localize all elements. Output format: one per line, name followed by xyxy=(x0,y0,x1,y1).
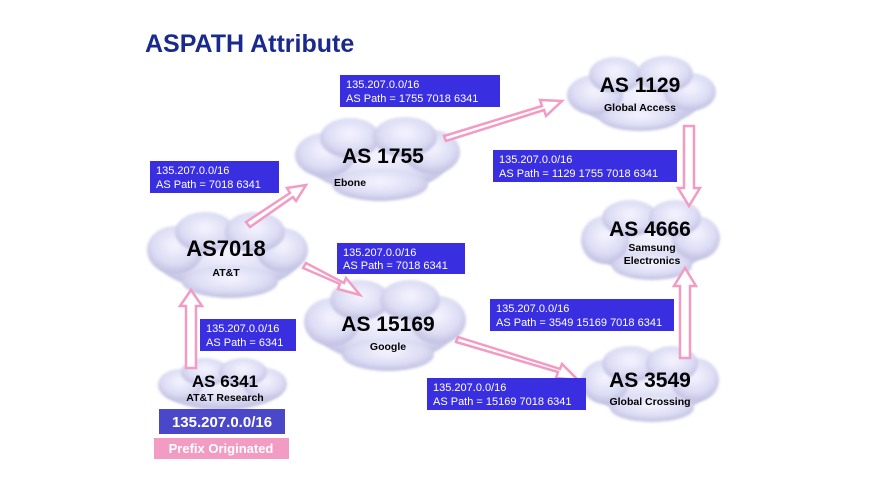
label-prefix: 135.207.0.0/16 xyxy=(343,247,416,259)
arrow-1755-to-1129 xyxy=(442,98,566,143)
as6341-name: AS 6341 xyxy=(192,372,258,391)
as7018-name: AS7018 xyxy=(186,236,266,261)
cloud-as4666 xyxy=(581,200,720,280)
label-aspath: AS Path = 1755 7018 6341 xyxy=(346,93,478,105)
label-prefix: 135.207.0.0/16 xyxy=(499,154,572,166)
label-aspath: AS Path = 15169 7018 6341 xyxy=(433,396,572,408)
as1755-org: Ebone xyxy=(334,177,366,189)
prefix-originated-badge: Prefix Originated xyxy=(154,438,289,459)
as1755-name: AS 1755 xyxy=(342,145,424,168)
as4666-org-line1: Samsung xyxy=(628,242,675,254)
arrow-7018-to-15169 xyxy=(301,261,364,298)
label-1129-to-4666: 135.207.0.0/16 AS Path = 1129 1755 7018 … xyxy=(493,150,677,182)
as7018-org: AT&T xyxy=(212,267,240,279)
label-aspath: AS Path = 3549 15169 7018 6341 xyxy=(496,317,662,329)
cloud-as6341 xyxy=(158,358,287,410)
as1129-name: AS 1129 xyxy=(600,74,681,97)
as3549-name: AS 3549 xyxy=(609,369,691,392)
label-prefix: 135.207.0.0/16 xyxy=(156,165,229,177)
label-prefix: 135.207.0.0/16 xyxy=(346,79,419,91)
label-7018-to-1755: 135.207.0.0/16 AS Path = 7018 6341 xyxy=(150,161,279,193)
label-15169-to-3549: 135.207.0.0/16 AS Path = 15169 7018 6341 xyxy=(427,378,586,410)
arrow-1129-to-4666 xyxy=(675,124,703,209)
cloud-as1129 xyxy=(567,56,716,131)
cloud-as3549 xyxy=(581,346,719,422)
origin-prefix-box: 135.207.0.0/16 xyxy=(159,409,285,434)
cloud-as15169 xyxy=(304,280,466,371)
label-aspath: AS Path = 1129 1755 7018 6341 xyxy=(499,168,658,180)
label-7018-to-15169: 135.207.0.0/16 AS Path = 7018 6341 xyxy=(337,243,465,274)
label-aspath: AS Path = 7018 6341 xyxy=(343,260,448,272)
arrow-7018-to-1755 xyxy=(244,183,309,229)
origin-prefix: 135.207.0.0/16 xyxy=(172,414,272,431)
label-prefix: 135.207.0.0/16 xyxy=(206,323,279,335)
as1129-org: Global Access xyxy=(604,102,676,114)
label-aspath: AS Path = 6341 xyxy=(206,337,283,349)
label-prefix: 135.207.0.0/16 xyxy=(496,303,569,315)
as4666-org-line2: Electronics xyxy=(624,255,681,267)
label-prefix: 135.207.0.0/16 xyxy=(433,382,506,394)
cloud-as1755 xyxy=(295,117,460,201)
prefix-originated-label: Prefix Originated xyxy=(169,441,274,456)
as15169-name: AS 15169 xyxy=(341,313,434,336)
arrow-6341-to-7018 xyxy=(177,287,205,370)
as4666-name: AS 4666 xyxy=(609,218,691,241)
cloud-as7018 xyxy=(147,212,308,298)
arrow-3549-to-4666 xyxy=(671,265,699,360)
as15169-org: Google xyxy=(370,341,406,353)
as3549-org: Global Crossing xyxy=(609,396,690,408)
label-3549-to-4666: 135.207.0.0/16 AS Path = 3549 15169 7018… xyxy=(490,299,674,331)
page-title: ASPATH Attribute xyxy=(145,30,355,58)
label-6341-to-7018: 135.207.0.0/16 AS Path = 6341 xyxy=(200,319,296,351)
arrow-15169-to-3549 xyxy=(454,335,582,382)
label-1755-to-1129: 135.207.0.0/16 AS Path = 1755 7018 6341 xyxy=(340,75,500,107)
label-aspath: AS Path = 7018 6341 xyxy=(156,179,261,191)
as6341-org: AT&T Research xyxy=(186,392,263,404)
